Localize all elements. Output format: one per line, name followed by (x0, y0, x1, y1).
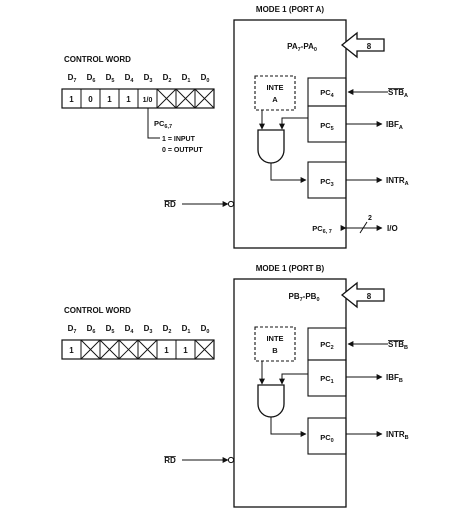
pc67-leader-line (147, 108, 160, 139)
port-a-bit-header: D2 (163, 73, 172, 84)
port-b-title: MODE 1 (PORT B) (256, 264, 325, 273)
port-a-title: MODE 1 (PORT A) (256, 5, 324, 14)
inte-a-label: INTE (266, 83, 283, 92)
port-b-bit-header: D7 (68, 324, 77, 335)
port-a-bit-header: D6 (87, 73, 96, 84)
port-b-bit-header: D0 (201, 324, 210, 335)
port-a-chip-box (233, 19, 347, 249)
port-a-bit-header: D3 (144, 73, 153, 84)
output-note: 0 = OUTPUT (162, 147, 203, 154)
bit-value: 1 (69, 346, 74, 355)
inte-a-sub: A (272, 95, 278, 104)
port-b-bit-header: D5 (106, 324, 115, 335)
port-b-bus-label: PB7-PB0 (288, 292, 319, 303)
port-b-bit-register: 1 1 1 (61, 339, 215, 360)
port-a-bit-header: D7 (68, 73, 77, 84)
port-b-bus-arrow (340, 281, 385, 309)
dont-care-mark (194, 339, 215, 360)
rd-a-bubble (227, 200, 235, 208)
port-b-bit-header: D1 (182, 324, 191, 335)
port-a-control-word-label: CONTROL WORD (64, 55, 131, 64)
port-b-chip-box (233, 278, 347, 508)
pc1-box (307, 359, 347, 397)
ibf-a-label: IBFA (386, 120, 403, 131)
dont-care-mark (194, 88, 215, 109)
dont-care-mark (80, 339, 101, 360)
rd-a-label: RD (164, 200, 176, 209)
port-b-bit-header: D4 (125, 324, 135, 335)
port-b-control-word-label: CONTROL WORD (64, 306, 131, 315)
port-a-bit-header: D1 (182, 73, 191, 84)
port-a-bus-arrow (340, 31, 385, 59)
bit-value: 1 (164, 346, 169, 355)
and-gate-b (257, 384, 285, 418)
ibf-b-label: IBFB (386, 373, 403, 384)
rd-b-label: RD (164, 456, 176, 465)
port-a-bit-header: D5 (106, 73, 115, 84)
dont-care-mark (175, 88, 196, 109)
port-b-bit-header: D3 (144, 324, 153, 335)
port-b-diagram: MODE 1 (PORT B) PB7-PB0 8 CONTROL WORD D… (61, 264, 409, 508)
pc67-out-label: PC6, 7 (312, 224, 332, 235)
port-a-bit-header: D4 (125, 73, 135, 84)
port-a-bus-width: 8 (367, 42, 372, 51)
intr-a-label: INTRA (386, 176, 409, 187)
bit-value: 1 (183, 346, 188, 355)
port-a-diagram: MODE 1 (PORT A) PA7-PA0 8 CONTROL WORD D… (61, 5, 409, 249)
port-b-bit-header: D6 (87, 324, 96, 335)
dont-care-mark (137, 339, 158, 360)
inte-b-sub: B (272, 346, 278, 355)
rd-b-bubble (227, 456, 235, 464)
io-width: 2 (368, 215, 372, 222)
pc1-label: PC1 (320, 374, 333, 385)
inte-a-box (254, 75, 296, 111)
pc5-label: PC5 (320, 121, 333, 132)
bit-value: 0 (88, 95, 93, 104)
input-note: 1 = INPUT (162, 136, 196, 143)
port-a-bit-headers: D7 D6 D5 D4 D3 D2 D1 D0 (68, 73, 210, 84)
inte-b-box (254, 326, 296, 362)
dont-care-mark (118, 339, 139, 360)
bit-value: 1 (69, 95, 74, 104)
pc2-label: PC2 (320, 340, 333, 351)
bit-value: 1 (126, 95, 131, 104)
port-b-bus-width: 8 (367, 292, 372, 301)
stb-b-label: STBB (388, 340, 408, 351)
and-gate-a (257, 129, 285, 164)
stb-a-label: STBA (388, 88, 408, 99)
pc4-label: PC4 (320, 88, 334, 99)
intr-b-label: INTRB (386, 430, 409, 441)
port-b-bit-headers: D7 D6 D5 D4 D3 D2 D1 D0 (68, 324, 210, 335)
port-a-bit-header: D0 (201, 73, 210, 84)
io-label: I/O (387, 224, 398, 233)
port-a-bus-label: PA7-PA0 (287, 42, 317, 53)
dont-care-mark (99, 339, 120, 360)
pc0-box (307, 417, 347, 455)
pc3-label: PC3 (320, 177, 333, 188)
dont-care-mark (156, 88, 177, 109)
pc0-label: PC0 (320, 433, 333, 444)
pc67-label: PC6,7 (154, 119, 172, 130)
port-a-bit-register: 1 0 1 1 1/0 (61, 88, 215, 109)
inte-b-label: INTE (266, 334, 283, 343)
bit-value: 1 (107, 95, 112, 104)
port-b-bit-header: D2 (163, 324, 172, 335)
bit-value: 1/0 (143, 97, 153, 104)
